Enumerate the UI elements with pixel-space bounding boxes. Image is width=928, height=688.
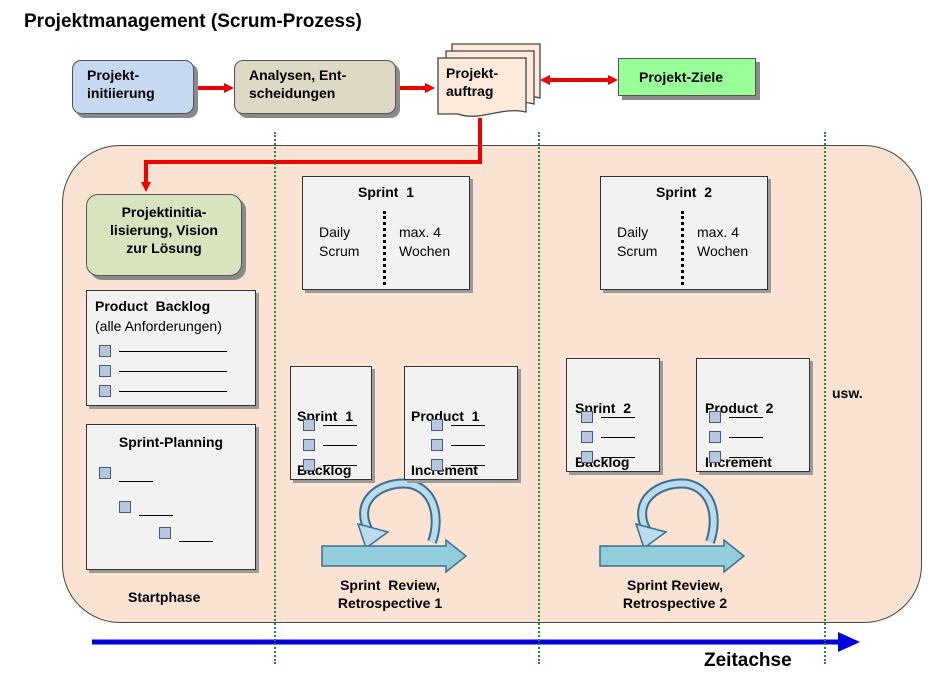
item-line — [729, 417, 763, 418]
sprint-1-daily-scrum: Daily Scrum — [319, 224, 360, 259]
phase-divider-3 — [824, 132, 826, 664]
backlog-item-line — [119, 351, 227, 352]
analysen-entscheidungen-box: Analysen, Ent- scheidungen — [234, 60, 396, 114]
checkbox-icon — [303, 419, 315, 431]
product-backlog-title: Product Backlog — [95, 298, 211, 314]
sprint-2-title: Sprint 2 — [655, 184, 712, 200]
review-arrow-1 — [321, 538, 468, 574]
projektauftrag-label: Projekt- auftrag — [446, 65, 499, 99]
projekt-initiierung-box: Projekt- initiierung — [72, 60, 194, 114]
checkbox-icon — [99, 385, 111, 397]
sprint-1-review-label: Sprint Review, Retrospective 1 — [337, 577, 443, 611]
review-arrow-2 — [599, 538, 746, 574]
planning-item-line — [119, 481, 153, 482]
sprint-planning-title: Sprint-Planning — [118, 434, 224, 450]
checkbox-icon — [709, 411, 721, 423]
checkbox-icon — [99, 345, 111, 357]
checkbox-icon — [581, 431, 593, 443]
time-axis-label: Zeitachse — [704, 650, 792, 671]
checkbox-icon — [709, 451, 721, 463]
item-line — [729, 457, 763, 458]
checkbox-icon — [303, 459, 315, 471]
startphase-label: Startphase — [128, 589, 201, 605]
checkbox-icon — [581, 411, 593, 423]
checkbox-icon — [119, 501, 131, 513]
item-line — [323, 465, 357, 466]
projektinitialisierung-vision-box: Projektinitia- lisierung, Vision zur Lös… — [86, 194, 242, 276]
sprint-2-duration: max. 4 Wochen — [697, 224, 749, 259]
sprint-2-separator — [681, 211, 684, 285]
sprint-2-box: Sprint 2 Daily Scrum max. 4 Wochen — [600, 176, 768, 290]
review-cycle-arrowhead-2 — [634, 522, 668, 550]
checkbox-icon — [431, 439, 443, 451]
checkbox-icon — [159, 527, 171, 539]
item-line — [601, 417, 635, 418]
sprint-1-separator — [383, 211, 386, 285]
projekt-ziele-box: Projekt-Ziele — [618, 58, 756, 96]
product-backlog-subtitle: (alle Anforderungen) — [95, 318, 222, 334]
arrow-auftrag-to-vision — [141, 118, 482, 192]
diagram-title: Projektmanagement (Scrum-Prozess) — [24, 11, 362, 32]
product-backlog-box: Product Backlog (alle Anforderungen) — [86, 290, 256, 406]
checkbox-icon — [99, 467, 111, 479]
sprint-1-backlog-box: Sprint 1 Backlog — [290, 366, 372, 480]
item-line — [729, 437, 763, 438]
sprint-2-backlog-box: Sprint 2 Backlog — [566, 358, 660, 472]
item-line — [451, 425, 485, 426]
item-line — [323, 425, 357, 426]
phase-divider-2 — [538, 132, 540, 664]
sprint-2-daily-scrum: Daily Scrum — [617, 224, 658, 259]
sprint-1-title: Sprint 1 — [357, 184, 414, 200]
checkbox-icon — [431, 419, 443, 431]
sprint-2-review-label: Sprint Review, Retrospective 2 — [622, 577, 728, 611]
sprint-1-duration: max. 4 Wochen — [399, 224, 451, 259]
item-line — [451, 465, 485, 466]
usw-label: usw. — [832, 385, 863, 401]
backlog-item-line — [119, 391, 227, 392]
checkbox-icon — [431, 459, 443, 471]
item-line — [601, 437, 635, 438]
backlog-item-line — [119, 371, 227, 372]
checkbox-icon — [709, 431, 721, 443]
item-line — [451, 445, 485, 446]
review-cycle-arrowhead-1 — [356, 522, 390, 550]
product-1-increment-box: Product 1 Increment — [404, 366, 518, 480]
time-axis-head — [838, 632, 860, 652]
planning-item-line — [179, 541, 213, 542]
checkbox-icon — [581, 451, 593, 463]
sprint-planning-box: Sprint-Planning — [86, 424, 256, 570]
sprint-1-box: Sprint 1 Daily Scrum max. 4 Wochen — [302, 176, 470, 290]
item-line — [601, 457, 635, 458]
checkbox-icon — [303, 439, 315, 451]
phase-divider-1 — [274, 132, 276, 664]
product-2-increment-box: Product 2 Increment — [696, 358, 810, 472]
item-line — [323, 445, 357, 446]
product-1-increment-title: Product 1 Increment — [411, 408, 480, 478]
planning-item-line — [139, 515, 173, 516]
checkbox-icon — [99, 365, 111, 377]
